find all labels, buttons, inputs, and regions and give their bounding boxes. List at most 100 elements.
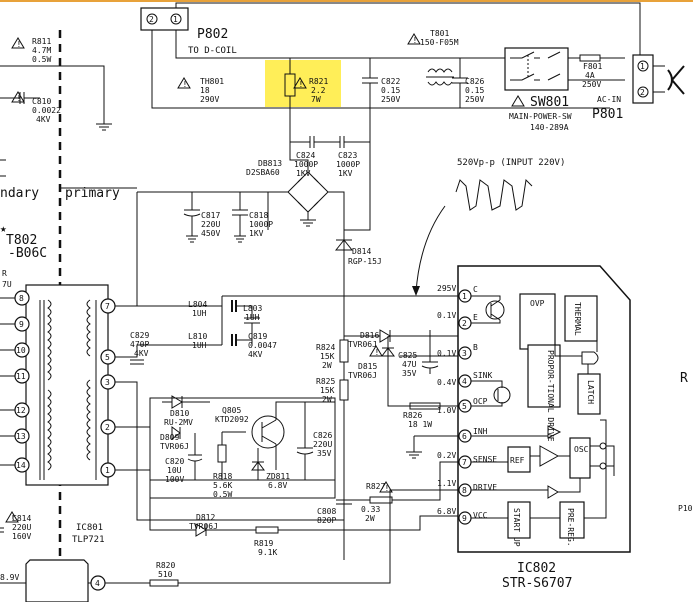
t802-label: T802 bbox=[6, 233, 37, 248]
r826-value: 18 1W bbox=[408, 420, 432, 429]
r825-value: 15K bbox=[320, 386, 335, 395]
svg-text:5: 5 bbox=[462, 402, 467, 411]
c829-label: C829 bbox=[130, 331, 149, 340]
svg-text:1: 1 bbox=[105, 466, 110, 475]
r824-label: R824 bbox=[316, 343, 335, 352]
pin-b: B bbox=[473, 343, 478, 352]
p802-label: P802 bbox=[197, 27, 228, 42]
c817-label: C817 bbox=[201, 211, 220, 220]
c819-value: 0.0047 bbox=[248, 341, 277, 350]
c819-label: C819 bbox=[248, 332, 267, 341]
ac-in-label: AC-IN bbox=[597, 95, 621, 104]
p801-label: P801 bbox=[592, 107, 623, 122]
c808-value: 820P bbox=[317, 516, 336, 525]
c810-kv: 4KV bbox=[36, 115, 51, 124]
svg-text:1: 1 bbox=[462, 292, 467, 301]
pin-e: E bbox=[473, 313, 478, 322]
svg-text:!: ! bbox=[17, 40, 22, 49]
ic802-label: IC802 bbox=[517, 561, 556, 576]
v-pin8: 1.1V bbox=[437, 479, 456, 488]
c817-value: 220U bbox=[201, 220, 220, 229]
r821-label: R821 bbox=[309, 77, 328, 86]
svg-text:9: 9 bbox=[462, 514, 467, 523]
ic801-pin4-label: 4 bbox=[95, 579, 100, 588]
ic802-value: STR-S6707 bbox=[502, 576, 572, 591]
v-pin4: 0.4V bbox=[437, 378, 456, 387]
d816-label: D816 bbox=[360, 331, 379, 340]
r825-label: R825 bbox=[316, 377, 335, 386]
svg-text:2: 2 bbox=[462, 319, 467, 328]
svg-text:12: 12 bbox=[16, 406, 26, 415]
latch-label: LATCH bbox=[586, 380, 595, 404]
primary-label: primary bbox=[65, 186, 120, 201]
c822-label: C822 bbox=[381, 77, 400, 86]
c826t-value: 0.15 bbox=[465, 86, 484, 95]
r824-watt: 2W bbox=[322, 361, 332, 370]
svg-text:!: ! bbox=[299, 80, 304, 89]
c824-kv: 1KV bbox=[296, 169, 311, 178]
p802-connector: 2 1 bbox=[140, 7, 189, 31]
c810-label: C810 bbox=[32, 97, 51, 106]
v-pin5: 1.0V bbox=[437, 406, 456, 415]
r819-value: 9.1K bbox=[258, 548, 277, 557]
c819-kv: 4KV bbox=[248, 350, 263, 359]
v-pin3: 0.1V bbox=[437, 349, 456, 358]
svg-text:9: 9 bbox=[19, 320, 24, 329]
l803-value: 1UH bbox=[245, 313, 260, 322]
d810-value: RU-2MV bbox=[164, 418, 193, 427]
r811-watt: 0.5W bbox=[32, 55, 51, 64]
c824-value: 1000P bbox=[294, 160, 318, 169]
svg-text:8: 8 bbox=[19, 294, 24, 303]
c820-label: C820 bbox=[165, 457, 184, 466]
thermal-block bbox=[564, 295, 598, 342]
ic801-body bbox=[25, 559, 89, 603]
svg-text:13: 13 bbox=[16, 432, 26, 441]
d814-label: D814 bbox=[352, 247, 371, 256]
r819-label: R819 bbox=[254, 539, 273, 548]
c823-kv: 1KV bbox=[338, 169, 353, 178]
c829-kv: 4KV bbox=[134, 349, 149, 358]
sw801-pn: 140-289A bbox=[530, 123, 569, 132]
d812-label: D812 bbox=[196, 513, 215, 522]
c817-volt: 450V bbox=[201, 229, 220, 238]
svg-text:!: ! bbox=[385, 484, 390, 493]
thermal-label: THERMAL bbox=[573, 302, 582, 336]
latch-block bbox=[577, 373, 601, 415]
t801-label: T801 bbox=[430, 29, 449, 38]
pin-ocp: OCP bbox=[473, 397, 488, 406]
right-edge-r: R bbox=[680, 371, 688, 386]
q805-value: KTD2092 bbox=[215, 415, 249, 424]
prop-drive-label: PROPOR-TIONAL DRIVE bbox=[546, 350, 555, 442]
r827-watt: 2W bbox=[365, 514, 375, 523]
d812-value: TVR06J bbox=[189, 522, 218, 531]
svg-text:!: ! bbox=[11, 514, 16, 523]
r820-label: R820 bbox=[156, 561, 175, 570]
r821-watt: 7W bbox=[311, 95, 321, 104]
d816-value: TVR06J bbox=[348, 340, 377, 349]
c810-value: 0.0022 bbox=[32, 106, 61, 115]
th801-value: 18 bbox=[200, 86, 210, 95]
v-pin2: 0.1V bbox=[437, 311, 456, 320]
c825-value: 47U bbox=[402, 360, 417, 369]
c814-label: C814 bbox=[12, 514, 31, 523]
right-edge-p10: P10 bbox=[678, 504, 693, 513]
c826b-value: 220U bbox=[313, 440, 332, 449]
c823-label: C823 bbox=[338, 151, 357, 160]
svg-text:4: 4 bbox=[462, 377, 467, 386]
svg-text:!: ! bbox=[183, 80, 188, 89]
t801-coils bbox=[426, 68, 454, 86]
db813-label: DB813 bbox=[258, 159, 282, 168]
ref-block bbox=[507, 446, 531, 473]
secondary-label: ndary bbox=[0, 186, 39, 201]
drive-circuit-box bbox=[149, 397, 336, 499]
f801-volt: 250V bbox=[582, 80, 601, 89]
l810-value: 1UH bbox=[192, 341, 207, 350]
r820-value: 510 bbox=[158, 570, 173, 579]
t802-right-pins: 7 5 3 2 1 bbox=[100, 298, 116, 478]
svg-text:3: 3 bbox=[105, 378, 110, 387]
r811-value: 4.7M bbox=[32, 46, 51, 55]
t802-left-pins: 8 9 10 11 12 13 14 bbox=[0, 290, 30, 473]
d814-value: RGP-15J bbox=[348, 257, 382, 266]
waveform-label: 520Vp-p (INPUT 220V) bbox=[457, 158, 565, 168]
svg-text:6: 6 bbox=[462, 432, 467, 441]
